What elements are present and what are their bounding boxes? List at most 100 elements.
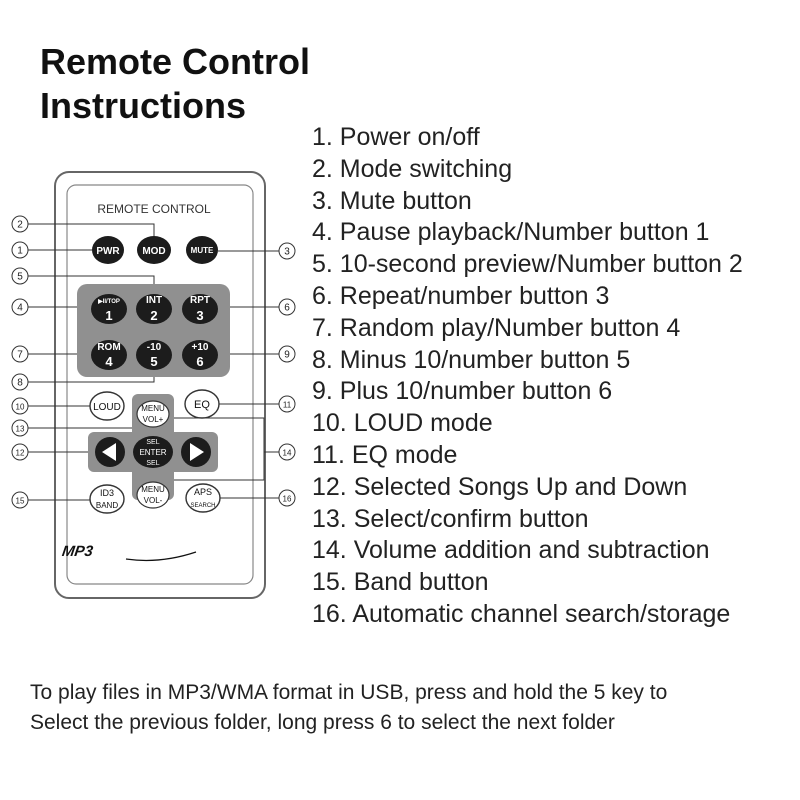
callout-number: 13: [16, 425, 25, 434]
prev-button[interactable]: [95, 437, 125, 467]
callout-number: 15: [16, 497, 25, 506]
legend-item: 8. Minus 10/number button 5: [312, 345, 631, 374]
footer-line-1: To play files in MP3/WMA format in USB, …: [30, 681, 668, 704]
legend-item: 2. Mode switching: [312, 154, 513, 183]
legend-item: 12. Selected Songs Up and Down: [312, 472, 688, 501]
callout-circle: [11, 215, 29, 233]
svg-text:+10: +10: [192, 342, 209, 353]
legend-item: 13. Select/confirm button: [312, 504, 589, 533]
callout-number: 11: [283, 401, 292, 410]
svg-text:3: 3: [196, 308, 203, 323]
svg-text:INT: INT: [146, 295, 162, 306]
callout-circle: [11, 397, 29, 415]
legend-item: 15. Band button: [312, 568, 489, 597]
callout-circle: [11, 443, 29, 461]
svg-text:1: 1: [105, 308, 112, 323]
sel-enter-button[interactable]: SEL ENTER SEL: [133, 436, 173, 468]
left-arrow-icon: [102, 443, 116, 461]
callout-number: 3: [284, 247, 290, 258]
svg-text:2: 2: [150, 308, 157, 323]
title-line-1: Remote Control: [40, 41, 310, 82]
legend-item: 3. Mute button: [312, 186, 472, 215]
plus10-6-button[interactable]: +10 6: [182, 340, 218, 370]
title-line-2: Instructions: [40, 85, 247, 126]
svg-text:ENTER: ENTER: [139, 448, 166, 457]
rpt-3-button[interactable]: RPT 3: [182, 294, 218, 324]
pwr-button[interactable]: PWR: [92, 236, 124, 264]
svg-text:MENU: MENU: [141, 404, 165, 413]
legend-item: 1. Power on/off: [312, 123, 480, 151]
svg-text:MENU: MENU: [141, 485, 165, 494]
mute-button[interactable]: MUTE: [186, 236, 218, 264]
callout-circle: [11, 491, 29, 509]
callout-circle: [278, 298, 296, 316]
mod-button[interactable]: MOD: [137, 236, 171, 264]
callout-circle: [11, 267, 29, 285]
legend-item: 6. Repeat/number button 3: [312, 281, 610, 310]
callout-number: 8: [17, 378, 23, 389]
svg-text:▶II/TOP: ▶II/TOP: [97, 298, 120, 305]
svg-text:RPT: RPT: [190, 295, 210, 306]
svg-text:4: 4: [105, 354, 113, 369]
callout-number: 14: [283, 449, 292, 458]
svg-text:5: 5: [150, 354, 157, 369]
mp3-logo: MP3: [61, 543, 95, 560]
legend-item: 16. Automatic channel search/storage: [312, 599, 731, 628]
loud-button[interactable]: LOUD: [89, 391, 125, 421]
eq-button[interactable]: EQ: [184, 389, 220, 419]
footer-line-2: Select the previous folder, long press 6…: [30, 711, 615, 734]
remote-control-diagram: REMOTE CONTROL PWR MOD MUTE ▶II/TOP: [11, 171, 296, 599]
aps-search-button[interactable]: APS SEARCH: [185, 483, 221, 513]
svg-text:EQ: EQ: [194, 399, 210, 411]
play-pause-1-button[interactable]: ▶II/TOP 1: [91, 294, 127, 324]
svg-text:SEL: SEL: [146, 439, 159, 446]
callout-number: 2: [17, 220, 23, 231]
legend-item: 7. Random play/Number button 4: [312, 313, 681, 342]
svg-text:BAND: BAND: [96, 501, 118, 510]
svg-text:ROM: ROM: [97, 342, 120, 353]
int-2-button[interactable]: INT 2: [136, 294, 172, 324]
callout-number: 1: [17, 246, 23, 257]
callout-number: 16: [283, 495, 292, 504]
callout-circle: [278, 242, 296, 260]
svg-text:SEARCH: SEARCH: [190, 503, 215, 509]
legend-list: 1. Power on/off 2. Mode switching 3. Mute …: [312, 122, 743, 631]
legend-item: 5. 10-second preview/Number button 2: [312, 250, 743, 279]
callout-number: 7: [17, 350, 23, 361]
svg-text:MUTE: MUTE: [191, 246, 214, 255]
rom-4-button[interactable]: ROM 4: [91, 340, 127, 370]
svg-text:APS: APS: [194, 487, 212, 497]
menu-vol-plus-button[interactable]: MENU VOL+: [136, 400, 170, 428]
svg-text:MOD: MOD: [142, 246, 165, 257]
svg-text:PWR: PWR: [96, 246, 120, 257]
legend-item: 11. EQ mode: [312, 440, 458, 469]
minus10-5-button[interactable]: -10 5: [136, 340, 172, 370]
svg-text:VOL+: VOL+: [143, 415, 164, 424]
page-title: Remote Control Instructions: [40, 40, 310, 128]
callout-number: 12: [16, 449, 25, 458]
remote-header-label: REMOTE CONTROL: [97, 202, 211, 216]
svg-text:-10: -10: [147, 342, 162, 353]
callout-circle: [278, 395, 296, 413]
svg-text:SEL: SEL: [146, 460, 159, 467]
id3-band-button[interactable]: ID3 BAND: [89, 484, 125, 514]
svg-text:VOL-: VOL-: [144, 496, 163, 505]
next-button[interactable]: [181, 437, 211, 467]
callout-circle: [278, 345, 296, 363]
callout-circle: [278, 443, 296, 461]
callout-number: 9: [284, 350, 290, 361]
callout-number: 10: [16, 403, 25, 412]
callout-number: 6: [284, 303, 290, 314]
footer-note: To play files in MP3/WMA format in USB, …: [30, 678, 667, 738]
mp3-logo-swoosh: [125, 551, 197, 562]
callout-number: 4: [17, 303, 23, 314]
callout-circle: [11, 345, 29, 363]
callout-circle: [11, 241, 29, 259]
legend-item: 4. Pause playback/Number button 1: [312, 218, 710, 247]
right-arrow-icon: [190, 443, 204, 461]
svg-text:6: 6: [196, 354, 203, 369]
legend-item: 14. Volume addition and subtraction: [312, 536, 710, 565]
menu-vol-minus-button[interactable]: MENU VOL-: [136, 481, 170, 509]
callout-circle: [11, 419, 29, 437]
callout-circle: [11, 373, 29, 391]
